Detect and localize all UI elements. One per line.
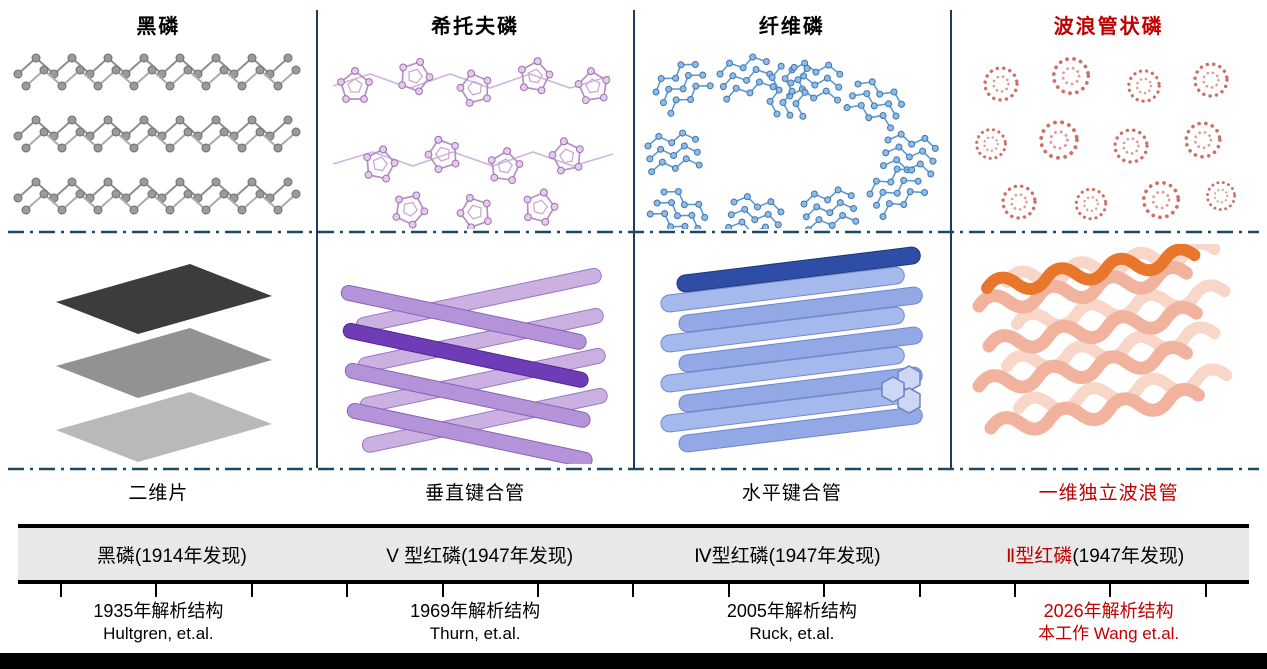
stacked-sheets-art: [56, 264, 273, 462]
col4-model-art-cell: [950, 244, 1267, 464]
title-row: 黑磷 希托夫磷 纤维磷 波浪管状磷: [0, 10, 1267, 39]
col2-timeline-text: V 型红磷(1947年发现): [386, 545, 574, 567]
col2-analysis-authors: Thurn, et.al.: [429, 624, 521, 644]
col4-timeline-label: Ⅱ型红磷 (1947年发现): [941, 528, 1249, 580]
tick-mark: [727, 584, 730, 597]
tick-mark: [537, 584, 540, 597]
fibrous-lattice-art: [642, 44, 942, 229]
col4-atomic-art-cell: [950, 44, 1267, 229]
dash-dot-divider-top: [8, 230, 1259, 234]
structure-model-row: [0, 244, 1267, 464]
col3-model-art-cell: [634, 244, 951, 464]
col2-title: 希托夫磷: [431, 16, 520, 38]
col4-analysis-year: 2026年解析结构: [1043, 601, 1174, 621]
col2-analysis: 1969年解析结构 Thurn, et.al.: [317, 600, 634, 645]
col4-analysis: 2026年解析结构 本工作 Wang et.al.: [950, 600, 1267, 645]
timeline-ticks: [18, 584, 1249, 597]
col1-timeline-label: 黑磷(1914年发现): [18, 528, 326, 580]
col4-analysis-authors: 本工作 Wang et.al.: [1038, 624, 1180, 644]
dash-dot-divider-bottom: [8, 467, 1259, 471]
wavy-phosphorus-lattice-art: [974, 56, 1236, 221]
col3-atomic-art-cell: [634, 44, 951, 229]
tick-mark: [155, 584, 158, 597]
tick-mark: [632, 584, 635, 597]
atomic-structure-row: [0, 44, 1267, 229]
col3-analysis: 2005年解析结构 Ruck, et.al.: [634, 600, 951, 645]
col2-timeline-label: V 型红磷(1947年发现): [326, 528, 634, 580]
col1-model-art-cell: [0, 244, 317, 464]
col4-timeline-highlight: Ⅱ型红磷: [1005, 545, 1073, 567]
column-separator-3: [950, 10, 952, 468]
col3-structure-label: 水平键合管: [741, 483, 842, 504]
col3-analysis-authors: Ruck, et.al.: [749, 624, 835, 644]
col2-analysis-year: 1969年解析结构: [410, 601, 541, 621]
col3-timeline-text: Ⅳ型红磷(1947年发现): [694, 545, 881, 567]
tick-mark: [918, 584, 921, 597]
col1-analysis: 1935年解析结构 Hultgren, et.al.: [0, 600, 317, 645]
tick-mark: [1109, 584, 1112, 597]
hittorf-lattice-art: [332, 44, 614, 229]
col4-timeline-text: (1947年发现): [1072, 545, 1185, 567]
vertical-bonded-tubes-art: [339, 266, 610, 464]
col2-structure-label: 垂直键合管: [425, 483, 526, 504]
col2-atomic-art-cell: [317, 44, 634, 229]
col3-analysis-year: 2005年解析结构: [726, 601, 857, 621]
tick-mark: [60, 584, 62, 597]
tick-mark: [1014, 584, 1017, 597]
col1-atomic-art-cell: [0, 44, 317, 229]
col1-structure-label: 二维片: [128, 483, 189, 504]
col1-analysis-authors: Hultgren, et.al.: [103, 624, 214, 644]
tick-mark: [1204, 584, 1207, 597]
structure-label-row: 二维片 垂直键合管 水平键合管 一维独立波浪管: [0, 478, 1267, 505]
col1-timeline-text: 黑磷(1914年发现): [96, 545, 247, 567]
wavy-tubes-art: [959, 244, 1259, 464]
column-separator-2: [633, 10, 635, 468]
tick-mark: [823, 584, 826, 597]
col4-structure-label: 一维独立波浪管: [1038, 483, 1179, 504]
horizontal-bonded-tubes-art: [659, 245, 924, 454]
column-separator-1: [316, 10, 318, 468]
bottom-black-bar: [0, 653, 1267, 669]
col2-model-art-cell: [317, 244, 634, 464]
col4-title: 波浪管状磷: [1053, 16, 1164, 38]
analysis-row: 1935年解析结构 Hultgren, et.al. 1969年解析结构 Thu…: [0, 600, 1267, 645]
col1-title: 黑磷: [136, 16, 181, 38]
timeline-bar: 黑磷(1914年发现) V 型红磷(1947年发现) Ⅳ型红磷(1947年发现)…: [18, 524, 1249, 584]
col3-timeline-label: Ⅳ型红磷(1947年发现): [634, 528, 942, 580]
black-phosphorus-lattice-art: [8, 44, 308, 229]
tick-mark: [250, 584, 253, 597]
col1-analysis-year: 1935年解析结构: [93, 601, 224, 621]
tick-mark: [346, 584, 349, 597]
tick-mark: [441, 584, 444, 597]
col3-title: 纤维磷: [758, 16, 825, 38]
